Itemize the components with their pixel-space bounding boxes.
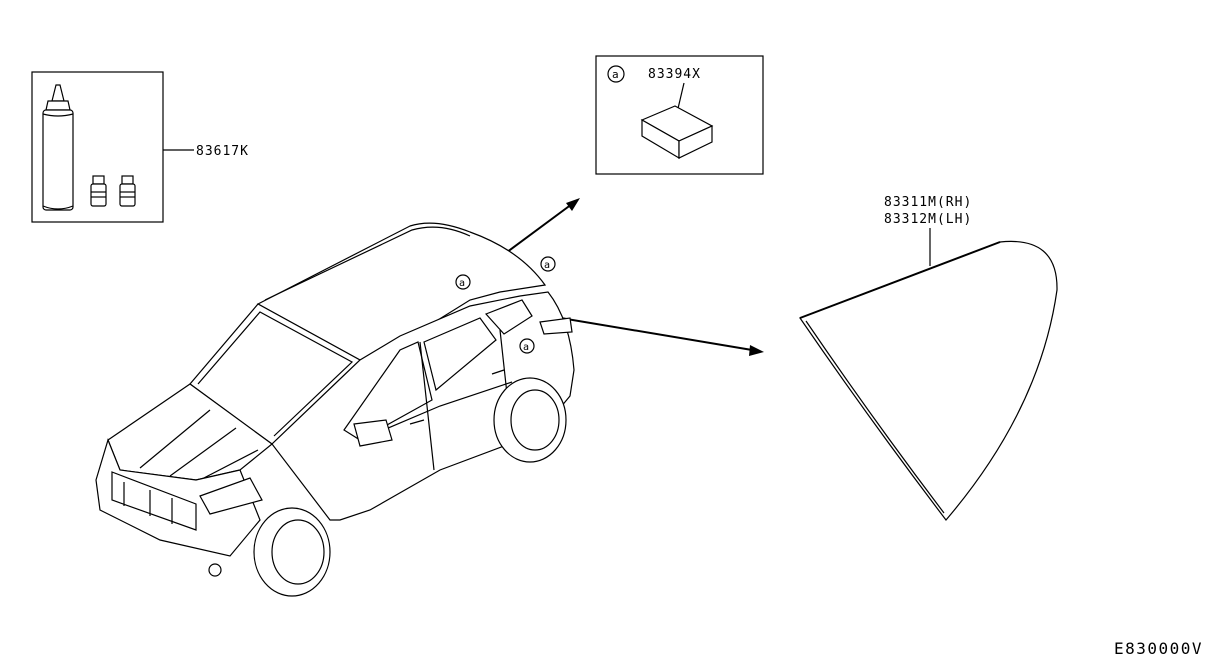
- sealant-kit-group: 83617K: [31, 71, 249, 223]
- rubber-block-icon: [640, 105, 714, 160]
- svg-text:a: a: [544, 260, 550, 271]
- glass-code-lh: 83312M(LH): [884, 212, 972, 227]
- marker-a-left: a: [455, 274, 471, 290]
- block-box: [595, 55, 764, 175]
- glass-group: 83311M(RH) 83312M(LH): [799, 195, 1058, 521]
- svg-text:a: a: [459, 278, 465, 289]
- sealant-kit-box: [31, 71, 164, 223]
- diagram-id: E830000V: [1114, 639, 1203, 658]
- svg-text:a: a: [523, 342, 529, 353]
- block-code: 83394X: [648, 67, 701, 82]
- activator-bottle-icon: [119, 175, 136, 207]
- primer-bottle-icon: [90, 175, 107, 207]
- sealant-cartridge-icon: [42, 84, 74, 211]
- quarter-glass-icon: [799, 240, 1058, 521]
- marker-a-right: a: [540, 256, 556, 272]
- ref-mark-letter: a: [612, 68, 619, 81]
- block-group: a 83394X: [595, 55, 764, 175]
- ref-mark-circle: [607, 65, 625, 83]
- glass-code-rh: 83311M(RH): [884, 195, 972, 210]
- marker-a-lower: a: [519, 338, 535, 354]
- sealant-kit-code: 83617K: [196, 144, 249, 159]
- suv-illustration: a a a: [95, 222, 575, 597]
